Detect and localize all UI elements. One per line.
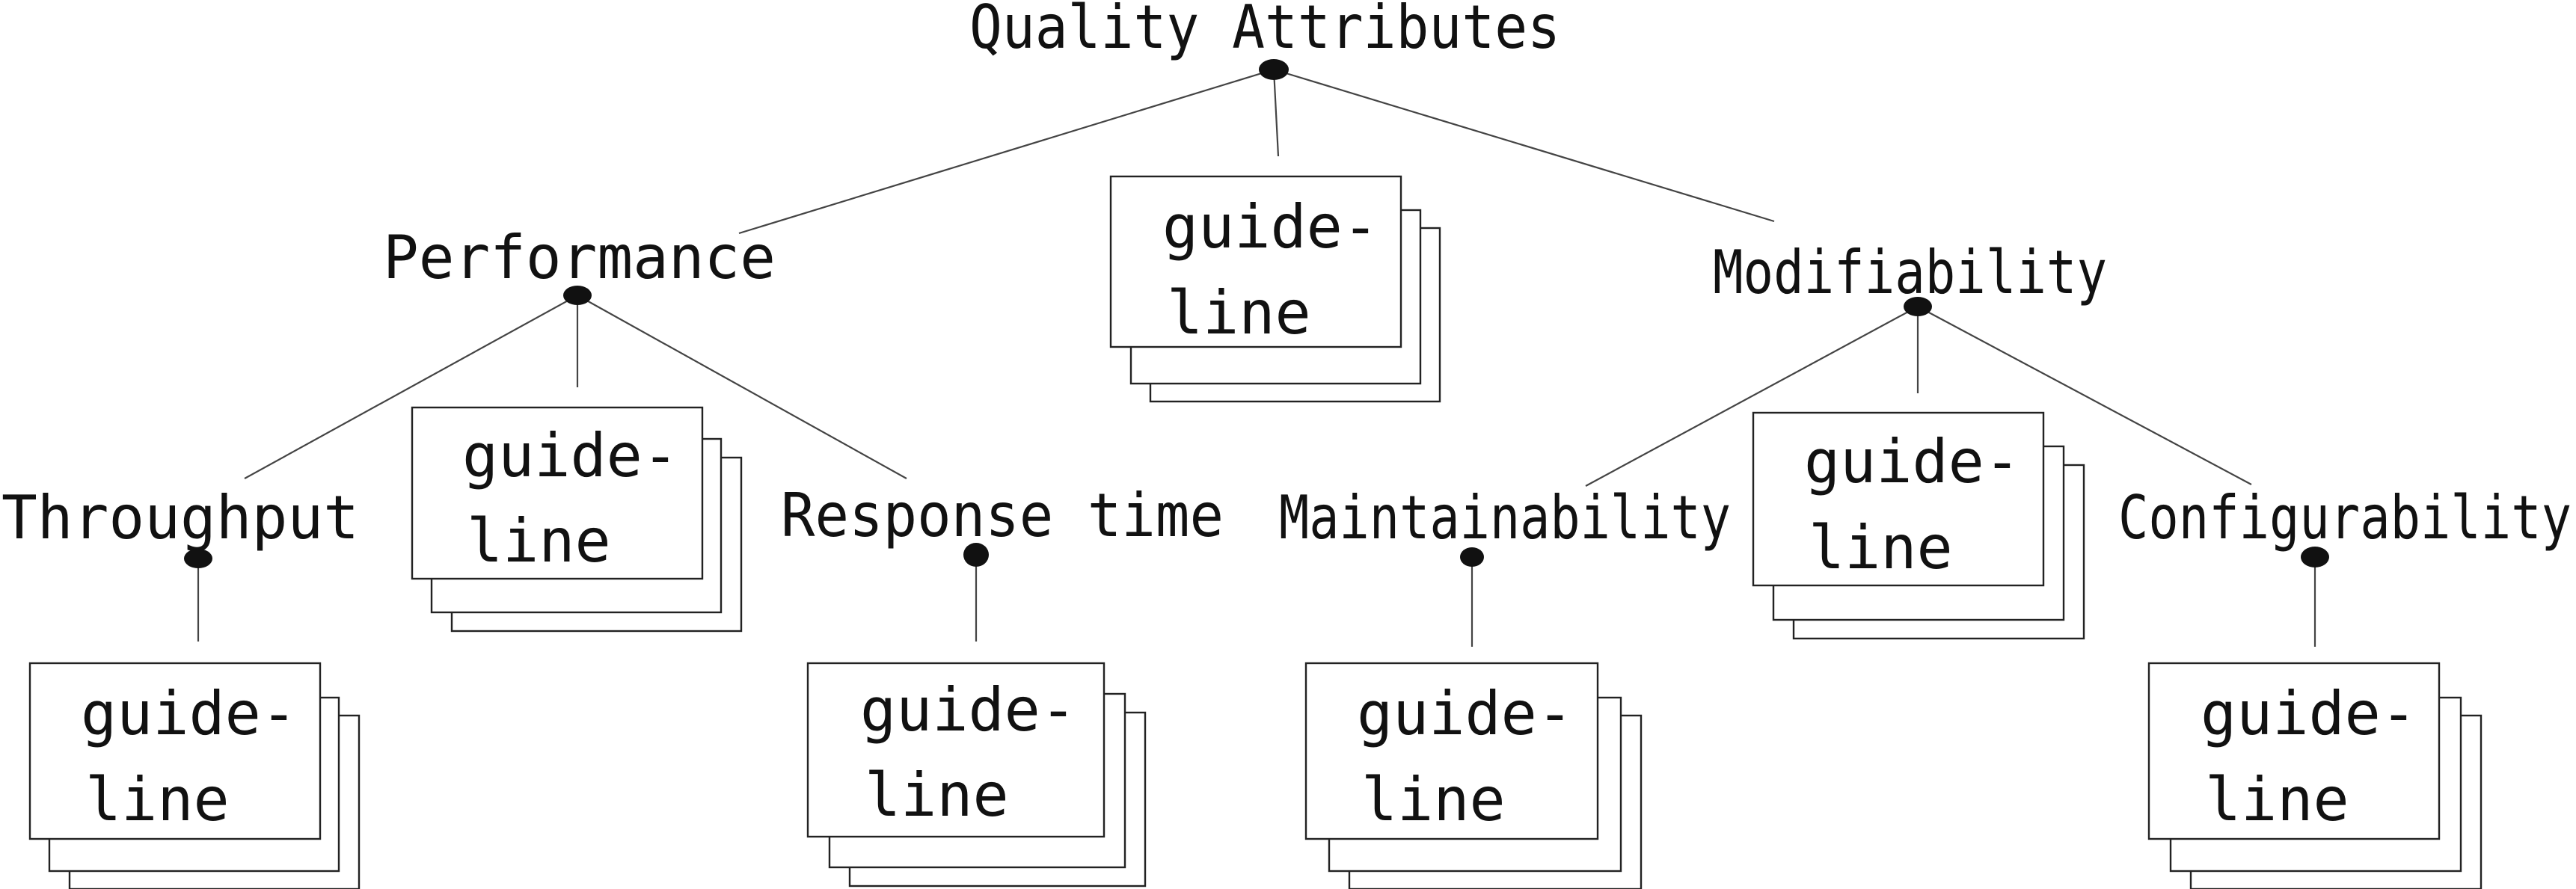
- junction-dot-response-time: [963, 543, 989, 567]
- leaf-maintainability-label: Maintainability: [1279, 483, 1731, 553]
- edge-root-guideline: [1272, 69, 1280, 157]
- guideline-card: [1752, 411, 2045, 587]
- guideline-text-line2: line: [1167, 278, 1311, 348]
- guideline-stack-performance: guide- line: [411, 406, 743, 633]
- edge-modifiability-maintainability: [1585, 306, 1919, 487]
- junction-dot-performance: [563, 286, 592, 305]
- guideline-stack-modifiability: guide- line: [1752, 411, 2085, 640]
- guideline-stack-response-time: guide- line: [806, 662, 1147, 888]
- guideline-text-line2: line: [85, 765, 230, 834]
- junction-dots: [184, 59, 2329, 568]
- guideline-card: [806, 662, 1105, 838]
- tree-edges: [197, 68, 2316, 647]
- category-modifiability-label: Modifiability: [1713, 238, 2107, 307]
- junction-dot-root: [1259, 59, 1289, 80]
- guideline-text-line2: line: [467, 506, 611, 576]
- guideline-card: [2147, 662, 2441, 840]
- guideline-stack-throughput: guide- line: [28, 662, 361, 889]
- guideline-text-line1: guide-: [860, 675, 1076, 745]
- edge-root-performance: [738, 68, 1275, 235]
- guideline-text-line1: guide-: [462, 421, 678, 490]
- guideline-card: [1304, 662, 1599, 840]
- guideline-card: [28, 662, 322, 840]
- edge-performance-throughput: [244, 295, 578, 479]
- guideline-card: [411, 406, 704, 580]
- guideline-stack-root: guide- line: [1109, 175, 1441, 403]
- leaf-throughput-label: Throughput: [1, 483, 359, 553]
- junction-dot-configurability: [2301, 547, 2329, 567]
- edge-modifiability-configurability: [1917, 306, 2252, 485]
- guideline-stack-configurability: guide- line: [2147, 662, 2483, 889]
- guideline-text-line1: guide-: [81, 679, 297, 748]
- category-performance-label: Performance: [383, 223, 776, 292]
- edge-root-modifiability: [1273, 68, 1775, 223]
- guideline-text-line2: line: [2205, 765, 2349, 834]
- guideline-text-line1: guide-: [1804, 427, 2020, 496]
- root-node-label: Quality Attributes: [969, 0, 1560, 62]
- junction-dot-modifiability: [1904, 297, 1932, 316]
- edge-performance-response-time: [577, 295, 907, 479]
- guideline-text-line1: guide-: [2201, 679, 2417, 748]
- guideline-text-line1: guide-: [1162, 192, 1379, 262]
- junction-dot-maintainability: [1460, 547, 1484, 567]
- guideline-stack-maintainability: guide- line: [1304, 662, 1643, 889]
- guideline-text-line2: line: [1809, 513, 1953, 582]
- guideline-text-line1: guide-: [1357, 679, 1573, 748]
- junction-dot-throughput: [184, 549, 212, 568]
- guideline-card: [1109, 175, 1402, 348]
- guideline-text-line2: line: [1361, 765, 1506, 834]
- leaf-response-time-label: Response time: [781, 481, 1224, 550]
- guideline-text-line2: line: [865, 760, 1009, 830]
- leaf-configurability-label: Configurability: [2118, 483, 2572, 553]
